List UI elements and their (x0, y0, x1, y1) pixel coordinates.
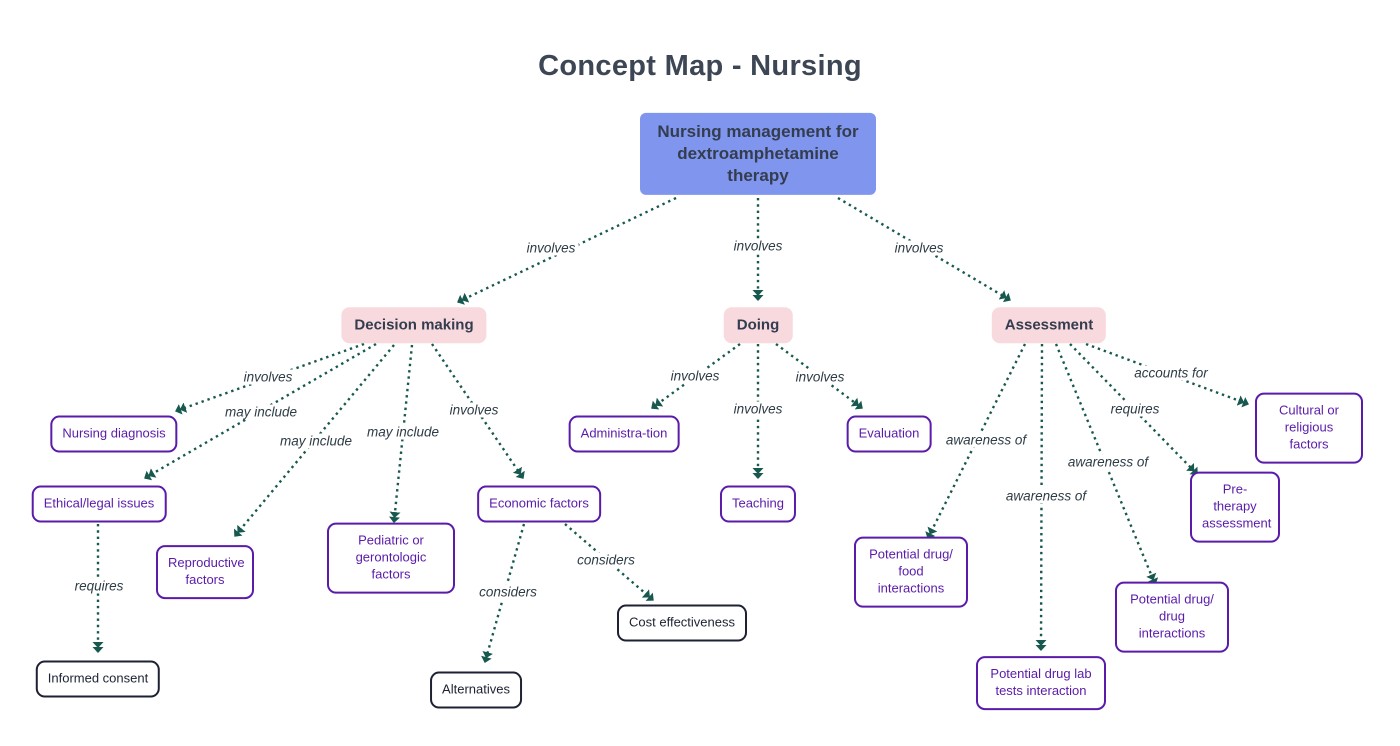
node-potential-drug-food-interactions[interactable]: Potential drug/ food interactions (854, 536, 968, 608)
edge-label-root-to-assessment: involves (891, 240, 947, 256)
node-administration[interactable]: Administra-tion (568, 415, 680, 453)
edge-label-ethical-legal-issues-to-informed-consent: requires (71, 578, 127, 594)
edge-root-to-assessment (837, 196, 1011, 303)
node-pediatric-gerontologic-factors[interactable]: Pediatric or gerontologic factors (327, 522, 455, 594)
edge-assessment-to-pre-therapy-assessment (1069, 343, 1198, 475)
node-decision-making[interactable]: Decision making (341, 307, 487, 343)
node-informed-consent[interactable]: Informed consent (35, 660, 161, 698)
edge-label-economic-factors-to-cost-effectiveness: considers (574, 552, 638, 568)
edge-label-assessment-to-cultural-religious-factors: accounts for (1131, 365, 1211, 381)
node-alternatives[interactable]: Alternatives (430, 671, 522, 709)
edge-label-assessment-to-potential-drug-lab-tests-interaction: awareness of (1002, 488, 1090, 504)
node-assessment[interactable]: Assessment (991, 307, 1107, 343)
node-doing[interactable]: Doing (723, 307, 793, 343)
edge-label-root-to-doing: involves (730, 238, 786, 254)
node-cost-effectiveness[interactable]: Cost effectiveness (617, 604, 747, 642)
edge-label-decision-making-to-pediatric-gerontologic-factors: may include (363, 424, 443, 440)
node-root[interactable]: Nursing management for dextroamphetamine… (640, 112, 876, 196)
node-nursing-diagnosis[interactable]: Nursing diagnosis (50, 415, 178, 453)
edge-label-economic-factors-to-alternatives: considers (476, 584, 540, 600)
edge-assessment-to-potential-drug-drug-interactions (1054, 343, 1159, 585)
node-economic-factors[interactable]: Economic factors (477, 485, 601, 523)
edge-label-doing-to-administration: involves (667, 368, 723, 384)
node-pre-therapy-assessment[interactable]: Pre-therapy assessment (1190, 471, 1280, 543)
edge-label-root-to-decision-making: involves (523, 240, 579, 256)
edge-label-decision-making-to-ethical-legal-issues: may include (221, 404, 301, 420)
edge-label-doing-to-evaluation: involves (792, 369, 848, 385)
edge-decision-making-to-economic-factors (431, 343, 525, 479)
edge-label-assessment-to-pre-therapy-assessment: requires (1107, 401, 1163, 417)
edge-label-assessment-to-potential-drug-drug-interactions: awareness of (1064, 454, 1152, 470)
node-potential-drug-lab-tests-interaction[interactable]: Potential drug lab tests interaction (976, 656, 1106, 710)
node-ethical-legal-issues[interactable]: Ethical/legal issues (31, 485, 167, 523)
edge-label-doing-to-teaching: involves (730, 401, 786, 417)
node-cultural-religious-factors[interactable]: Cultural or religious factors (1255, 392, 1363, 464)
edge-label-decision-making-to-nursing-diagnosis: involves (240, 369, 296, 385)
node-reproductive-factors[interactable]: Reproductive factors (156, 545, 254, 599)
page-title: Concept Map - Nursing (538, 50, 862, 82)
node-potential-drug-drug-interactions[interactable]: Potential drug/ drug interactions (1115, 581, 1229, 653)
edge-label-decision-making-to-economic-factors: involves (446, 402, 502, 418)
edge-decision-making-to-nursing-diagnosis (175, 342, 365, 415)
node-teaching[interactable]: Teaching (719, 485, 797, 523)
edge-doing-to-evaluation (775, 343, 863, 410)
edge-label-decision-making-to-reproductive-factors: may include (276, 433, 356, 449)
node-evaluation[interactable]: Evaluation (846, 415, 932, 453)
edge-label-assessment-to-potential-drug-food-interactions: awareness of (942, 432, 1030, 448)
